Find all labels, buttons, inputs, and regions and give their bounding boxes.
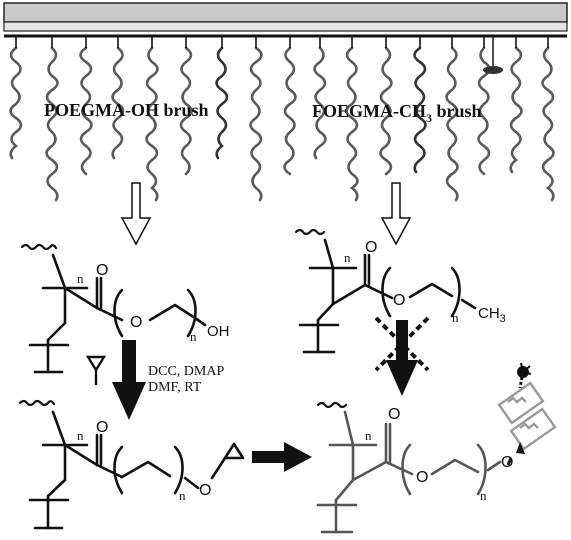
repeat-n: n [179,488,186,503]
wavy-chain-icon [20,243,58,251]
cyclopropene-product-structure [18,399,245,530]
triangle-ring-icon [85,355,107,385]
hollow-down-arrow-icon [380,182,412,246]
reagents-line2: DMF, RT [148,380,202,395]
ester-o: O [393,292,405,309]
brush-chain [345,46,359,202]
carbonyl-o: O [388,406,400,423]
linker-o: O [199,482,211,499]
repeat-n: n [190,329,197,344]
brush-chain [111,46,125,160]
brush-chain [509,46,523,174]
brush-left-label: POEGMA-OH brush [44,100,209,120]
surface-probe-marker [483,36,503,74]
fluorescent-probe-icon [497,362,557,466]
repeat-n: n [452,310,459,325]
carbonyl-o: O [365,239,377,256]
carbonyl-o: O [96,262,108,279]
poegma-ch3-structure [294,228,477,354]
wavy-chain-icon [18,399,56,407]
brush-chain [379,46,393,176]
methyl-label: CH3 [478,305,506,325]
solid-arrow-icon [112,340,146,420]
backbone-n: n [344,250,351,265]
brush-chain [9,46,23,160]
brush-right-label: FOEGMA-CH3 brush [312,101,482,125]
brush-chain [541,46,555,202]
brush-chain [313,46,327,160]
substrate-surface [3,2,568,38]
ester-o: O [416,469,428,486]
hydroxyl-label: OH [207,323,230,340]
brush-chain [45,46,59,202]
brush-chain [445,46,459,202]
carbonyl-o: O [96,419,108,436]
backbone-n: n [365,428,372,443]
labelled-product-structure [316,401,502,534]
poegma-oh-structure [20,243,207,374]
brush-chain [145,46,159,202]
polymer-brush-chains [9,46,555,202]
reagents-line1: DCC, DMAP [148,364,224,379]
solid-arrow-icon [252,442,312,472]
backbone-n: n [77,428,84,443]
brush-chain [79,46,93,176]
chain-tethers [15,36,549,48]
linker-o: O [501,454,513,471]
wavy-chain-icon [316,401,348,409]
wavy-chain-icon [294,228,326,236]
brush-chain [249,46,263,202]
repeat-n: n [480,488,487,503]
ester-o: O [130,314,142,331]
brush-chain [413,46,427,174]
cross-mark-icon [374,316,430,372]
brush-chain [179,46,193,176]
backbone-n: n [77,271,84,286]
hollow-down-arrow-icon [120,182,152,246]
brush-chain [215,46,229,160]
brush-chain [283,46,297,176]
